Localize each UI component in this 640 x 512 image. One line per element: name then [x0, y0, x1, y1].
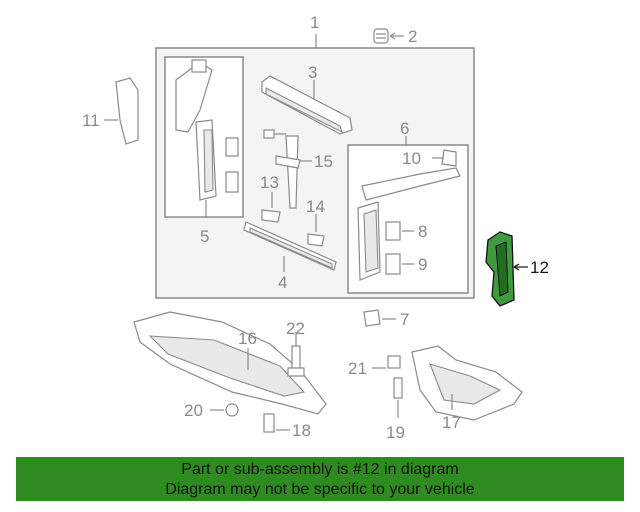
- callout-10: 10: [402, 149, 421, 168]
- part-15-bracket[interactable]: [275, 135, 301, 209]
- callout-2: 2: [408, 27, 417, 46]
- callout-9: 9: [418, 255, 427, 274]
- callout-14: 14: [306, 197, 325, 216]
- callout-5: 5: [200, 227, 209, 246]
- part-3-upper-support[interactable]: [261, 75, 353, 135]
- part-19-bolt[interactable]: [393, 377, 403, 399]
- callout-16: 16: [238, 329, 257, 348]
- part-11-bracket[interactable]: [115, 77, 139, 145]
- part-20-clip[interactable]: [225, 403, 239, 417]
- info-banner: Part or sub-assembly is #12 in diagram D…: [16, 457, 624, 501]
- callout-1: 1: [310, 13, 319, 32]
- part-16-under-cover[interactable]: [133, 311, 327, 415]
- callout-12: 12: [530, 258, 549, 277]
- callout-4: 4: [278, 273, 287, 292]
- part-9-plate[interactable]: [385, 253, 401, 275]
- bolt[interactable]: [263, 129, 286, 139]
- part-14-clip[interactable]: [307, 233, 325, 247]
- callout-17: 17: [442, 413, 461, 432]
- part-10-bracket[interactable]: [361, 149, 461, 201]
- part-7-clip[interactable]: [363, 309, 381, 327]
- callout-7: 7: [400, 310, 409, 329]
- callout-22: 22: [286, 319, 305, 338]
- part-12-highlighted-deflector[interactable]: [485, 231, 515, 307]
- callout-18: 18: [292, 421, 311, 440]
- callout-20: 20: [184, 401, 203, 420]
- callout-6: 6: [400, 119, 409, 138]
- banner-line-2: Diagram may not be specific to your vehi…: [165, 481, 475, 498]
- part-18-bolt[interactable]: [263, 413, 275, 433]
- part-8-plate[interactable]: [385, 221, 401, 241]
- callout-19: 19: [386, 423, 405, 442]
- part-2-clip[interactable]: [373, 28, 389, 44]
- callout-8: 8: [418, 222, 427, 241]
- callout-15: 15: [314, 152, 333, 171]
- part-21-clip[interactable]: [387, 355, 401, 369]
- callout-3: 3: [308, 63, 317, 82]
- banner-line-1: Part or sub-assembly is #12 in diagram: [181, 461, 459, 478]
- callout-21: 21: [348, 359, 367, 378]
- part-17-under-cover[interactable]: [411, 345, 523, 421]
- part-13-clip[interactable]: [261, 209, 281, 223]
- parts-diagram: 1 2 3 4 5 6 7 8 9 10 11 12 13 14 15 16 1…: [82, 13, 549, 442]
- callout-13: 13: [260, 173, 279, 192]
- part-5-side-member[interactable]: [175, 59, 239, 201]
- callout-11: 11: [82, 111, 100, 130]
- part-6-side-member[interactable]: [357, 201, 381, 281]
- part-4-lower-bar[interactable]: [243, 221, 337, 271]
